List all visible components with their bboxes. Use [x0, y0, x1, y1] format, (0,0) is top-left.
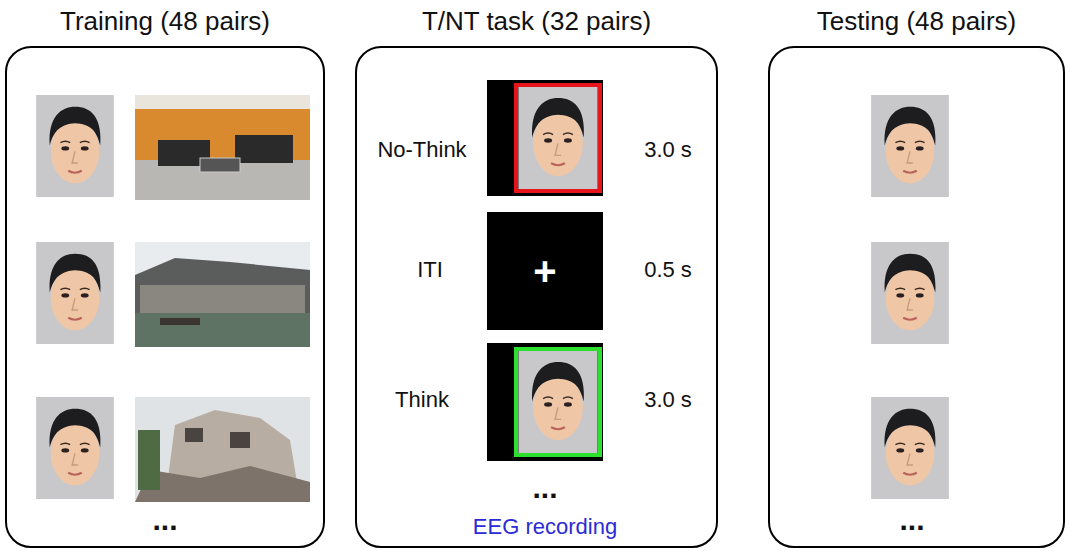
condition-label: No-Think	[377, 137, 466, 163]
scene-ruins	[135, 397, 310, 502]
condition-label: ITI	[417, 257, 443, 283]
scene-water-town	[135, 242, 310, 347]
duration-label: 3.0 s	[644, 137, 692, 163]
ellipsis: ...	[899, 503, 924, 537]
fixation-cross: +	[533, 249, 556, 294]
duration-label: 0.5 s	[644, 257, 692, 283]
screens	[487, 80, 603, 461]
panel-box: Testing (48 pairs)	[768, 46, 1065, 548]
condition-label: Think	[395, 387, 449, 413]
duration-label: 3.0 s	[644, 387, 692, 413]
panel-heading: T/NT task (32 pairs)	[337, 6, 736, 37]
training-faces	[36, 95, 114, 499]
panel-box: Training (48 pairs)	[5, 46, 325, 548]
panel-heading: Training (48 pairs)	[0, 6, 343, 37]
recording-note: EEG recording	[473, 514, 617, 540]
scene-room	[135, 95, 310, 200]
ellipsis: ...	[152, 503, 177, 537]
panel-heading: Testing (48 pairs)	[750, 6, 1070, 37]
testing-faces	[871, 95, 949, 499]
ellipsis: ...	[532, 471, 557, 505]
